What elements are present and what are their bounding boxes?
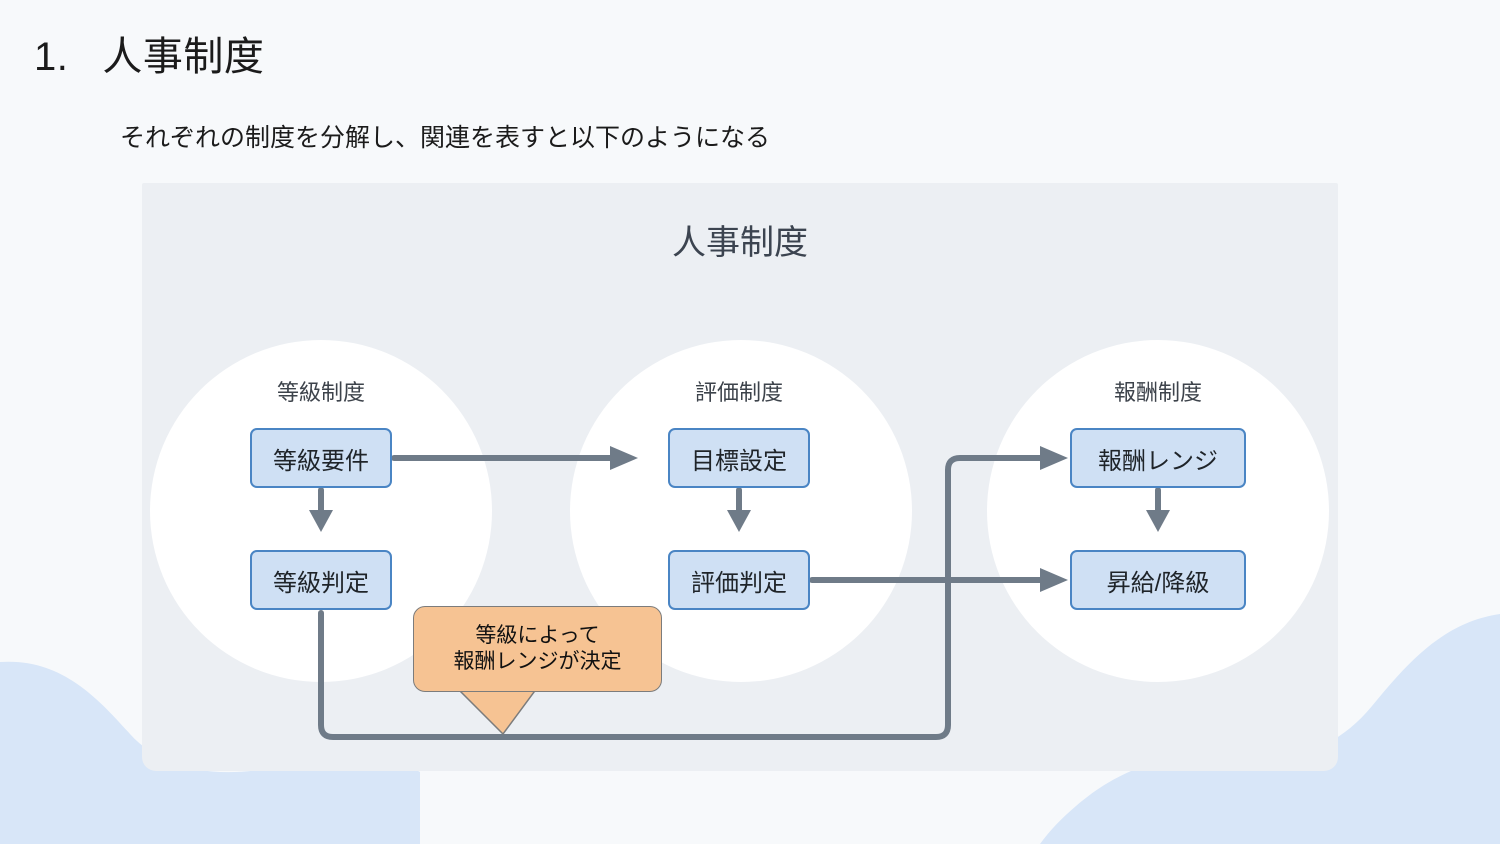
group-label-compensation: 報酬制度	[1113, 380, 1202, 405]
callout-line-1: 等級によって	[475, 623, 600, 647]
callout-bubble: 等級によって 報酬レンジが決定	[413, 606, 662, 692]
page-title-number: 1.	[34, 35, 69, 79]
diagram-title: 人事制度	[672, 224, 808, 262]
page-subtitle: それぞれの制度を分解し、関連を表すと以下のようになる	[120, 124, 771, 152]
connector-grade-req-to-goal	[391, 446, 638, 470]
node-grade-requirement[interactable]: 等級要件	[250, 428, 392, 488]
connector-grade-judge-to-range	[318, 446, 1068, 740]
connector-eval-judge-to-raise	[809, 568, 1068, 592]
callout-tail-icon	[455, 688, 538, 736]
page-title: 1. 人事制度	[34, 24, 264, 82]
connector-range-to-raise	[1146, 487, 1170, 532]
page-title-text: 人事制度	[102, 35, 265, 79]
group-label-evaluation: 評価制度	[694, 380, 783, 405]
node-evaluation-judgement[interactable]: 評価判定	[668, 550, 810, 610]
group-label-grade: 等級制度	[276, 380, 365, 405]
connector-layer	[309, 446, 1170, 740]
connector-goal-to-eval-judge	[727, 487, 751, 532]
node-compensation-range[interactable]: 報酬レンジ	[1070, 428, 1246, 488]
node-grade-judgement[interactable]: 等級判定	[250, 550, 392, 610]
diagram-panel: 人事制度	[142, 183, 1338, 771]
node-goal-setting[interactable]: 目標設定	[668, 428, 810, 488]
callout-line-2: 報酬レンジが決定	[453, 650, 622, 673]
node-raise-demotion[interactable]: 昇給/降級	[1070, 550, 1246, 610]
connector-grade-req-to-grade-judge	[309, 487, 333, 532]
